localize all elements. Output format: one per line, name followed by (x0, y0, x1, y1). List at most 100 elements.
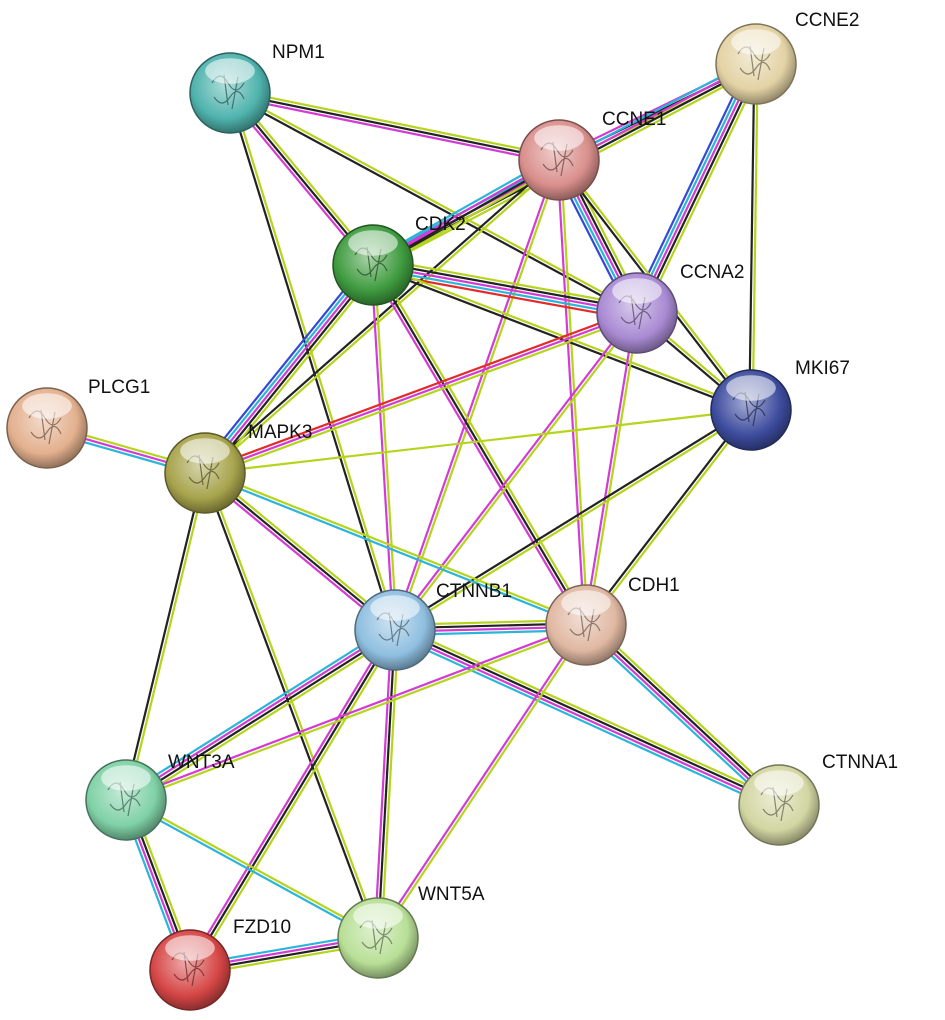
edge-mki67-mapk3 (204, 408, 752, 475)
evidence-line-magenta (636, 63, 757, 314)
evidence-line-magenta (392, 311, 637, 630)
evidence-line-black (586, 622, 781, 805)
evidence-line-magenta (202, 474, 394, 634)
node-cdh1[interactable] (545, 584, 627, 666)
evidence-line-blue (629, 60, 751, 311)
evidence-line-lime (378, 625, 589, 940)
evidence-line-lime (395, 160, 562, 631)
evidence-line-black (583, 408, 751, 625)
evidence-line-black (373, 260, 638, 311)
node-label-fzd10: FZD10 (233, 917, 291, 938)
node-cdk2[interactable] (332, 224, 414, 306)
evidence-line-black (229, 91, 560, 162)
node-highlight (731, 29, 781, 55)
node-fzd10[interactable] (149, 929, 231, 1011)
evidence-line-lime (751, 64, 759, 411)
evidence-line-black (189, 629, 396, 971)
evidence-line-cyan (124, 800, 378, 941)
evidence-line-lime (373, 264, 398, 630)
evidence-line-lime (205, 472, 381, 938)
evidence-line-magenta (204, 264, 374, 474)
node-layer (6, 23, 820, 1011)
node-label-mapk3: MAPK3 (248, 422, 312, 443)
evidence-line-lime (586, 313, 640, 626)
label-layer: NPM1CCNE2CCNE1CDK2CCNA2MKI67PLCG1MAPK3CT… (88, 10, 898, 938)
evidence-line-magenta (124, 627, 395, 800)
node-label-ctnna1: CTNNA1 (822, 752, 898, 773)
evidence-line-lime (209, 268, 380, 478)
evidence-line-lime (374, 262, 590, 624)
evidence-line-lime (205, 160, 561, 476)
edge-mapk3-wnt3a (123, 472, 208, 801)
node-wnt3a[interactable] (85, 759, 167, 841)
node-mki67[interactable] (710, 369, 792, 451)
node-highlight (370, 595, 420, 621)
edge-npm1-ccne1 (229, 88, 560, 165)
node-highlight (165, 935, 215, 961)
edge-ccna2-ctnnb1 (392, 311, 640, 632)
node-highlight (612, 278, 662, 304)
node-plcg1[interactable] (6, 387, 88, 469)
edge-layer (45, 58, 784, 977)
evidence-line-lime (204, 408, 752, 475)
node-ctnna1[interactable] (738, 764, 820, 846)
node-label-npm1: NPM1 (272, 42, 325, 63)
evidence-line-black (203, 157, 559, 473)
evidence-line-magenta (583, 312, 637, 625)
node-label-ctnnb1: CTNNB1 (436, 581, 512, 602)
edge-cdh1-ctnna1 (581, 620, 784, 810)
evidence-line-lime (642, 66, 764, 317)
evidence-line-black (371, 265, 751, 413)
evidence-line-lime (126, 473, 208, 801)
evidence-line-lime (586, 410, 754, 627)
evidence-line-cyan (632, 62, 754, 313)
node-highlight (726, 375, 776, 401)
evidence-line-black (639, 64, 761, 315)
edge-cdh1-wnt3a (125, 622, 587, 803)
node-ccne2[interactable] (715, 23, 797, 105)
node-npm1[interactable] (189, 52, 271, 134)
evidence-line-magenta (584, 625, 779, 808)
node-highlight (353, 903, 403, 929)
evidence-line-cyan (201, 262, 372, 472)
node-highlight (754, 770, 804, 796)
node-highlight (205, 58, 255, 84)
edge-mapk3-ctnnb1 (202, 469, 398, 634)
node-ctnnb1[interactable] (354, 589, 436, 671)
evidence-line-cyan (122, 624, 393, 797)
node-label-wnt5a: WNT5A (418, 884, 485, 905)
node-ccna2[interactable] (596, 272, 678, 354)
edge-ccne1-cdh1 (556, 159, 589, 626)
node-label-wnt3a: WNT3A (168, 752, 235, 773)
node-label-ccne2: CCNE2 (795, 10, 859, 31)
node-label-ccna2: CCNA2 (680, 262, 744, 283)
node-label-cdh1: CDH1 (628, 575, 680, 596)
edge-ctnnb1-wnt5a (373, 629, 400, 939)
evidence-line-magenta (370, 265, 395, 631)
edge-ctnnb1-ctnna1 (392, 624, 782, 811)
edge-ccne2-mki67 (748, 63, 759, 411)
evidence-line-lime (191, 631, 399, 973)
evidence-line-lime (588, 620, 784, 803)
evidence-line-black (126, 630, 397, 803)
edge-cdh1-wnt5a (375, 623, 589, 940)
evidence-line-blue (198, 260, 369, 470)
evidence-line-black (206, 266, 377, 476)
node-wnt5a[interactable] (337, 897, 419, 979)
evidence-line-black (202, 473, 378, 939)
edge-ctnnb1-fzd10 (186, 627, 399, 973)
node-mapk3[interactable] (164, 432, 246, 514)
edge-ccne1-ctnnb1 (392, 159, 562, 631)
node-ccne1[interactable] (518, 119, 600, 201)
evidence-line-red (203, 308, 637, 471)
evidence-line-black (372, 264, 587, 626)
evidence-line-black (395, 627, 781, 805)
edge-mapk3-wnt5a (202, 472, 381, 939)
edge-mki67-ctnnb1 (393, 407, 753, 633)
evidence-line-lime (230, 88, 560, 158)
edge-wnt3a-wnt5a (124, 797, 380, 941)
evidence-line-magenta (375, 623, 586, 938)
node-highlight (561, 590, 611, 616)
node-label-mki67: MKI67 (795, 358, 850, 379)
evidence-line-lime (396, 624, 782, 802)
